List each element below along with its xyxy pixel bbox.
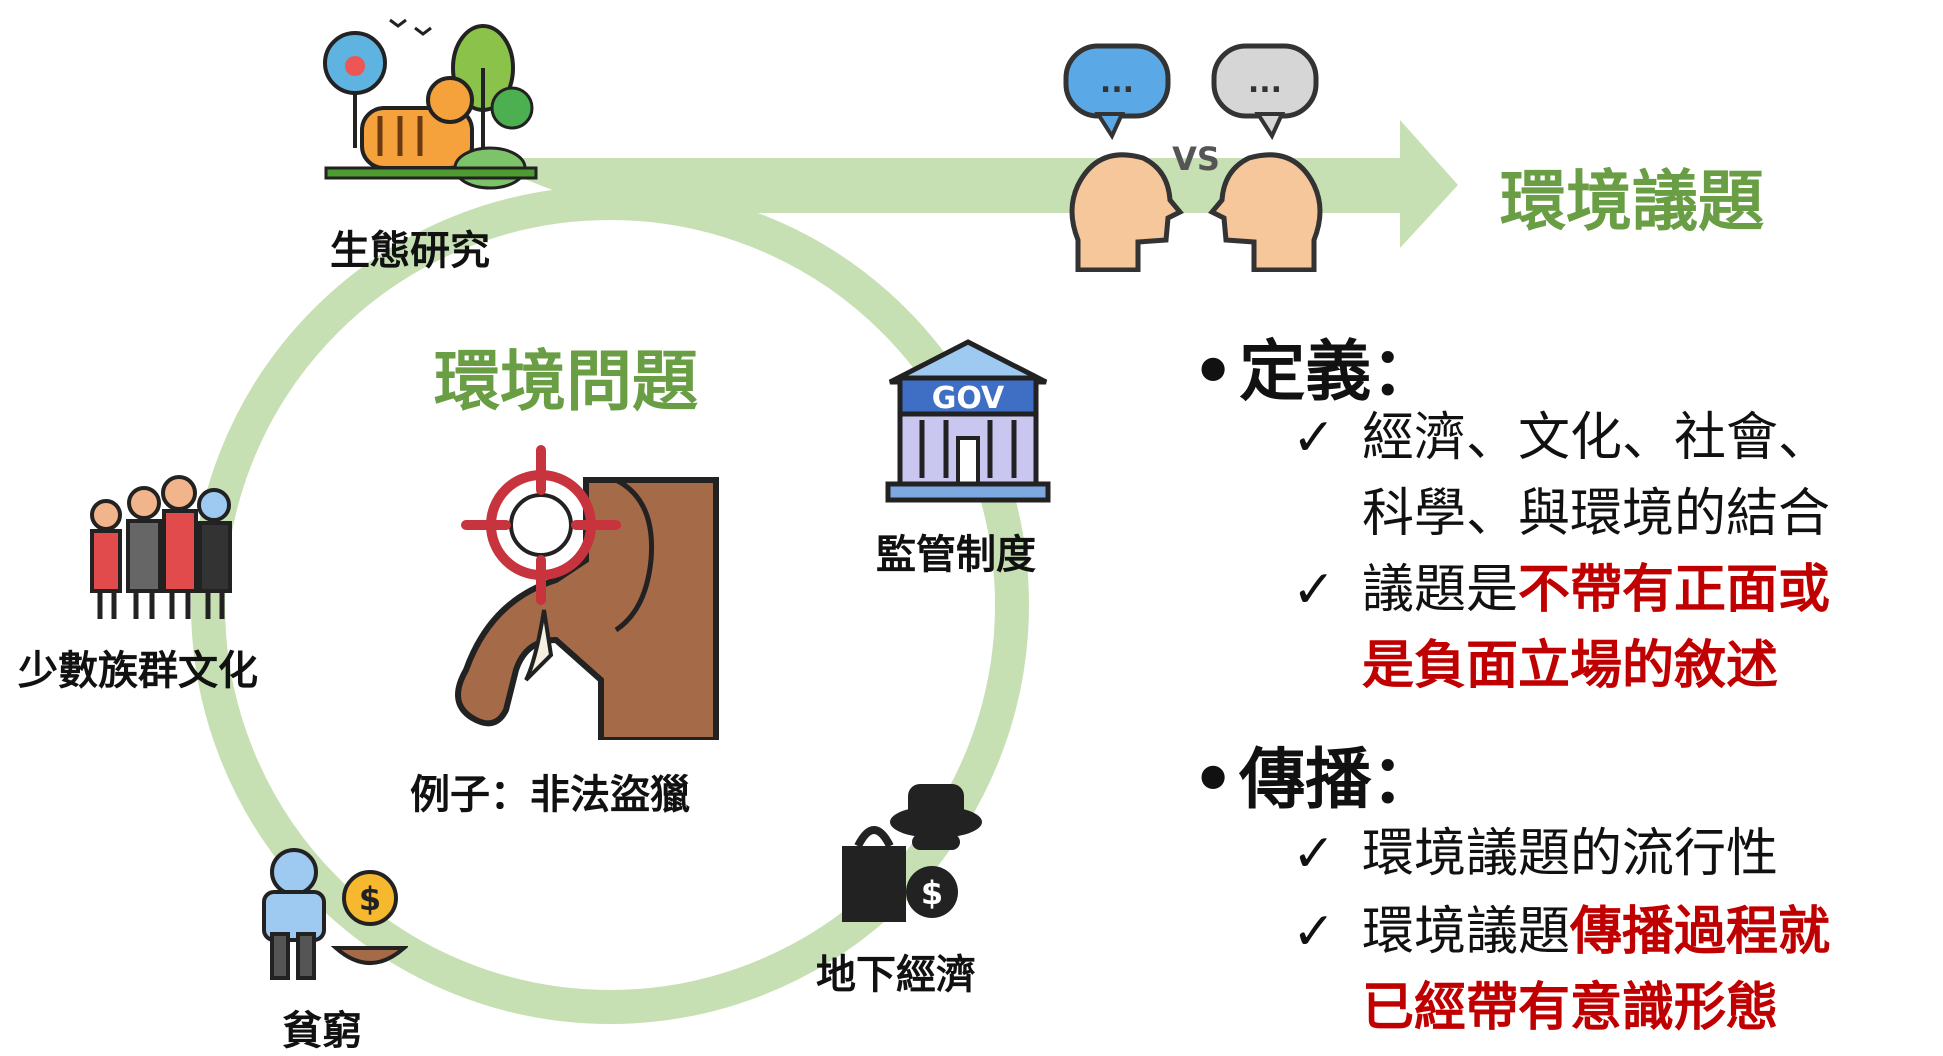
svg-text:$: $ xyxy=(921,874,943,912)
check-icon: ✓ xyxy=(1292,560,1336,620)
definition-item-1-text-2: 科學、與環境的結合 xyxy=(1362,484,1831,544)
right-bubble-dots: ... xyxy=(1248,65,1282,100)
check-icon: ✓ xyxy=(1292,408,1336,468)
definition-heading: • 定義： xyxy=(1192,318,1437,414)
gov-sign: GOV xyxy=(932,381,1005,416)
shady-dealer-icon: $ xyxy=(842,784,982,922)
definition-title: 定義： xyxy=(1239,333,1438,410)
spread-item-1-text: 環境議題的流行性 xyxy=(1362,824,1779,884)
spread-heading: • 傳播： xyxy=(1192,726,1437,822)
spread-bullet: • xyxy=(1192,741,1235,818)
main-title: 環境議題 xyxy=(1500,163,1764,240)
node-underground: 地下經濟 xyxy=(816,952,976,998)
node-minority: 少數族群文化 xyxy=(18,648,258,694)
spread-item-2-prefix: 環境議題 xyxy=(1362,902,1571,962)
definition-item-1-line-2: 科學、與環境的結合 xyxy=(1362,484,1830,544)
definition-bullet: • xyxy=(1192,333,1235,410)
spread-item-2-line-2: 已經帶有意識形態 xyxy=(1362,978,1779,1038)
definition-item-2-line-2: 是負面立場的敘述 xyxy=(1362,636,1779,696)
definition-item-1-text-1: 經濟、文化、社會、 xyxy=(1362,408,1831,468)
arrow-head xyxy=(1400,120,1458,248)
svg-text:$: $ xyxy=(359,880,381,918)
government-building-icon: GOV xyxy=(885,339,1051,503)
center-title: 環境問題 xyxy=(434,343,698,420)
check-icon: ✓ xyxy=(1292,902,1336,962)
check-icon: ✓ xyxy=(1292,824,1336,884)
spread-item-2-highlight-1: 傳播過程就 xyxy=(1570,902,1831,962)
people-debate-icon: ... ... VS xyxy=(1063,43,1323,272)
definition-item-2-line-1: ✓ 議題是不帶有正面或 xyxy=(1292,560,1830,620)
node-ecology: 生態研究 xyxy=(330,228,490,274)
spread-title: 傳播： xyxy=(1239,741,1438,818)
left-bubble-dots: ... xyxy=(1100,65,1134,100)
beggar-coin-icon: $ xyxy=(262,848,408,980)
example-label: 例子：非法盜獵 xyxy=(410,772,690,818)
spread-item-2-line-1: ✓ 環境議題傳播過程就 xyxy=(1292,902,1830,962)
tiger-tree-icon xyxy=(323,18,538,190)
spread-item-1: ✓ 環境議題的流行性 xyxy=(1292,824,1778,884)
node-poverty: 貧窮 xyxy=(282,1008,362,1054)
versus-text: VS xyxy=(1172,140,1220,178)
node-regulation: 監管制度 xyxy=(876,532,1036,578)
definition-item-2-highlight-1: 不帶有正面或 xyxy=(1518,560,1831,620)
definition-item-2-prefix: 議題是 xyxy=(1362,560,1519,620)
definition-item-1-line-1: ✓ 經濟、文化、社會、 xyxy=(1292,408,1830,468)
elephant-target-icon xyxy=(455,445,719,740)
family-group-icon xyxy=(90,475,232,619)
